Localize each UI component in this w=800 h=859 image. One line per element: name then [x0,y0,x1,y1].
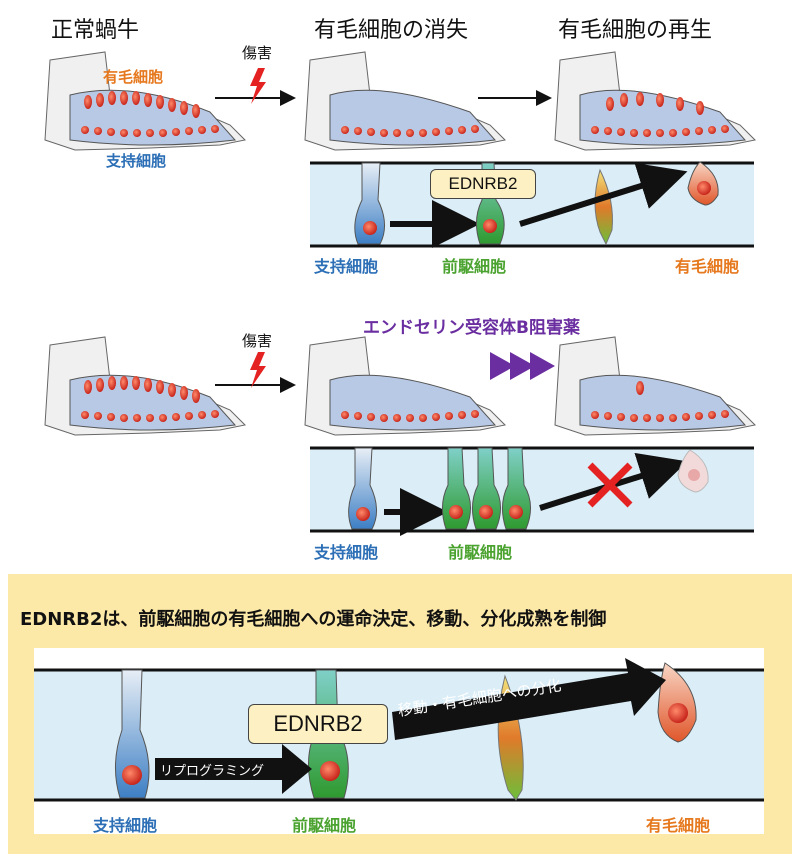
cochlea-hair-loss [304,51,507,151]
bar2-progenitor-label: 前駆細胞 [448,543,513,562]
title-regeneration: 有毛細胞の再生 [558,18,713,43]
migration-arrow [392,658,666,740]
cochlea-normal-2 [44,336,247,436]
title-hair-loss: 有毛細胞の消失 [314,18,469,43]
bar2-support-label: 支持細胞 [314,543,379,562]
reprogramming-label: リプログラミング [160,764,265,779]
inhibitor-icon [490,352,555,380]
cell-bar-2 [310,446,754,536]
reprogramming-arrow [155,744,312,794]
lightning-icon [250,68,266,104]
block-x-icon [587,462,633,508]
cochlea-hair-label: 有毛細胞 [103,68,164,86]
lightning-icon-2 [250,352,266,388]
bottom-progenitor-label: 前駆細胞 [292,816,357,835]
bottom-hair-label: 有毛細胞 [646,816,711,835]
cochlea-regenerated [554,51,757,151]
drug-label: エンドセリン受容体B阻害薬 [363,318,580,338]
cochlea-hair-loss-2 [304,336,507,436]
cochlea-no-regen [554,336,757,436]
ednrb2-box: EDNRB2 [430,169,536,199]
damage-label-2: 傷害 [242,332,273,350]
bar1-progenitor-label: 前駆細胞 [442,257,507,276]
summary-text: EDNRB2は、前駆細胞の有毛細胞への運命決定、移動、分化成熟を制御 [20,609,607,630]
bar1-support-label: 支持細胞 [314,257,379,276]
title-normal: 正常蝸牛 [51,18,140,43]
cochlea-support-label: 支持細胞 [106,152,167,170]
ednrb2-box-large: EDNRB2 [248,704,388,744]
cochlea-normal [44,51,247,151]
bar1-hair-label: 有毛細胞 [675,257,740,276]
damage-label: 傷害 [242,44,273,62]
bottom-support-label: 支持細胞 [93,816,158,835]
